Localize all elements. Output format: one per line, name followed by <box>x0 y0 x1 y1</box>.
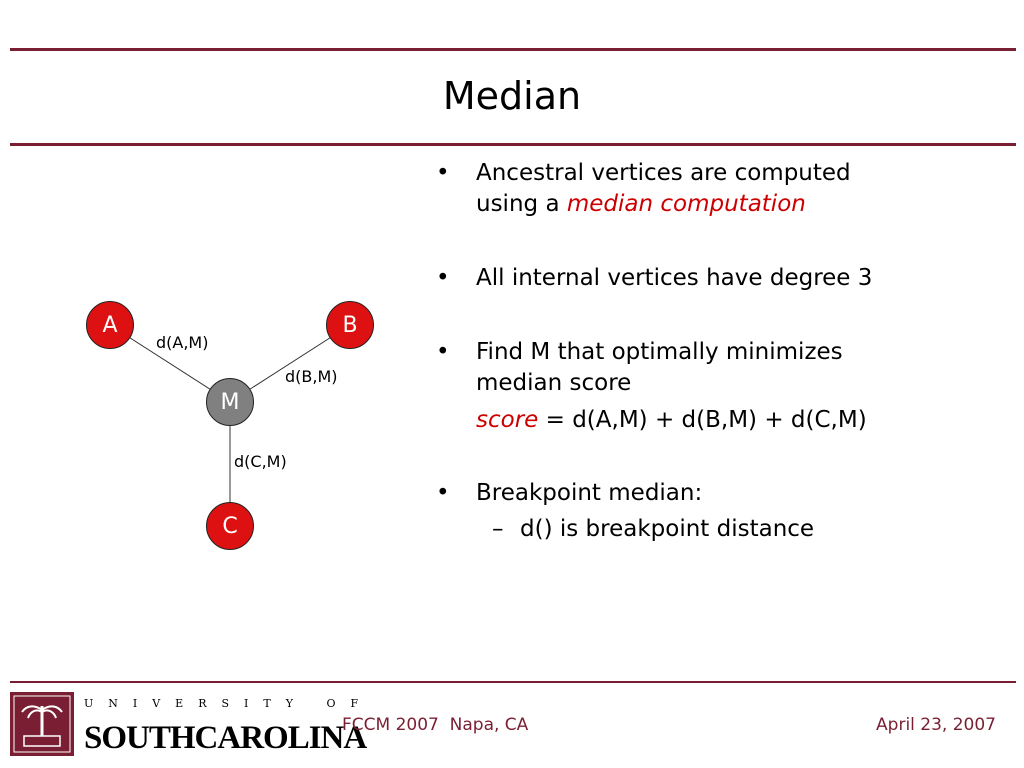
edge-label-cm: d(C,M) <box>234 452 287 471</box>
footer-event: FCCM 2007 Napa, CA <box>342 715 529 735</box>
bullet-dot: • <box>436 160 450 186</box>
top-rule <box>10 48 1016 51</box>
palmetto-icon <box>13 695 71 753</box>
title-rule <box>10 143 1016 146</box>
bullet-text-line: All internal vertices have degree 3 <box>476 265 873 291</box>
formula-text: = d(A,M) + d(B,M) + d(C,M) <box>538 407 867 433</box>
palmetto-seal-icon <box>10 692 74 756</box>
node-b: B <box>326 301 374 349</box>
bullet-text: using a <box>476 191 567 217</box>
bullet-degree: • All internal vertices have degree 3 <box>436 263 996 294</box>
score-formula: score = d(A,M) + d(B,M) + d(C,M) <box>476 405 996 436</box>
sub-bullet-dash: – <box>492 516 504 542</box>
bullet-ancestral: • Ancestral vertices are computed using … <box>436 158 996 220</box>
bullet-text-line: using a median computation <box>476 189 996 220</box>
score-emphasis: score <box>476 407 539 433</box>
bullet-text-line: Breakpoint median: <box>476 480 703 506</box>
page-title: Median <box>442 74 582 118</box>
node-a: A <box>86 301 134 349</box>
bullet-text-line: Ancestral vertices are computed <box>476 160 851 186</box>
bullet-dot: • <box>436 339 450 365</box>
footer-rule <box>10 681 1016 683</box>
bullet-list: • Ancestral vertices are computed using … <box>436 158 996 545</box>
bullet-text-line: median score <box>476 370 632 396</box>
logo-south-carolina: SOUTHCAROLINA <box>84 720 367 756</box>
bullet-text-line: Find M that optimally minimizes <box>476 339 843 365</box>
edge-label-am: d(A,M) <box>156 333 209 352</box>
node-m: M <box>206 378 254 426</box>
footer-date: April 23, 2007 <box>876 715 996 735</box>
median-tree-diagram: A B M C d(A,M) d(B,M) d(C,M) <box>70 285 400 565</box>
node-c: C <box>206 502 254 550</box>
logo-university-of: UNIVERSITY OF <box>84 697 374 710</box>
sub-bullet-text: d() is breakpoint distance <box>520 516 815 542</box>
edge-label-bm: d(B,M) <box>285 367 338 386</box>
sub-bullet-distance: – d() is breakpoint distance <box>436 514 996 545</box>
bullet-breakpoint: • Breakpoint median: <box>436 478 996 509</box>
bullet-dot: • <box>436 480 450 506</box>
university-logo: UNIVERSITY OF SOUTHCAROLINA <box>10 692 367 758</box>
bullet-dot: • <box>436 265 450 291</box>
bullet-find-m: • Find M that optimally minimizes median… <box>436 337 996 436</box>
median-computation-emphasis: median computation <box>566 191 806 217</box>
